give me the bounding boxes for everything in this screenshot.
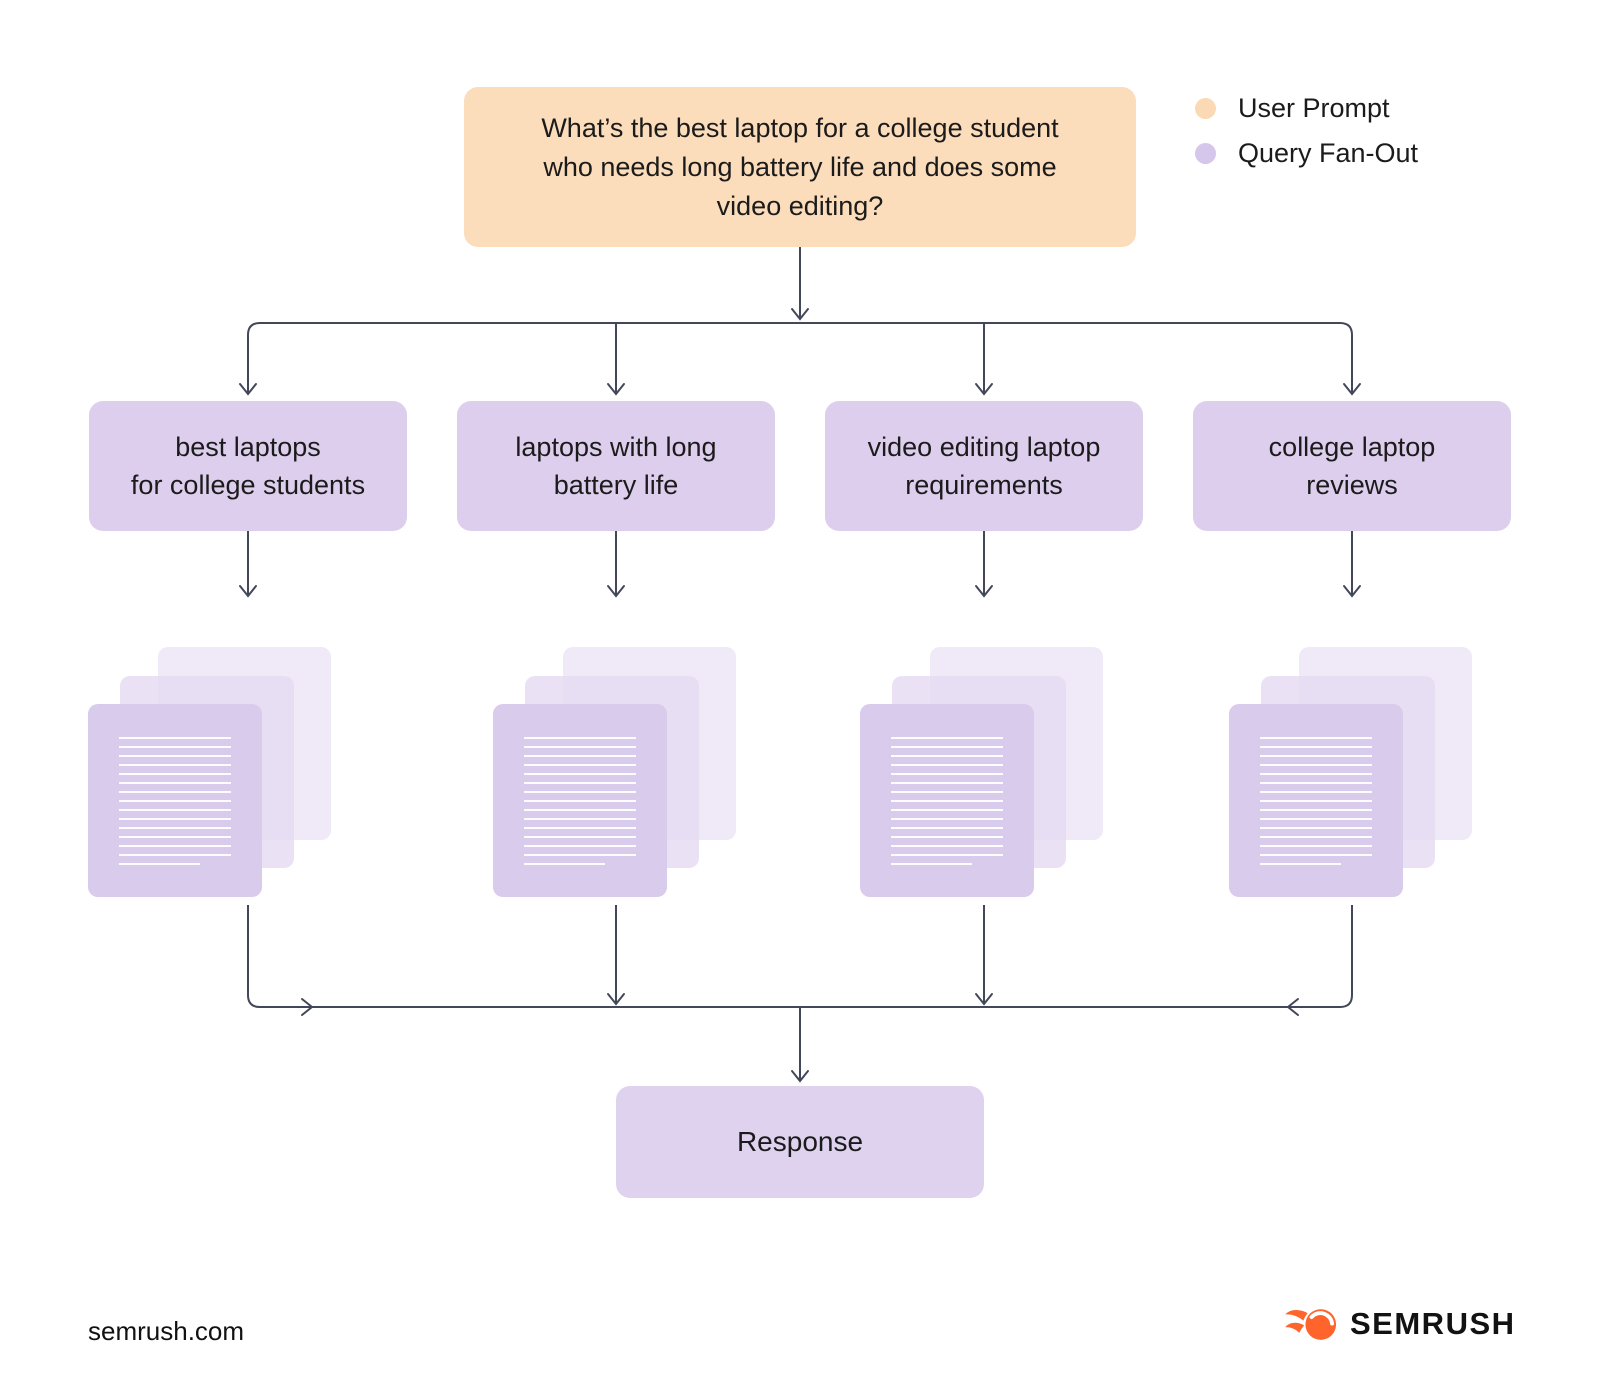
document-page-icon [493, 704, 667, 897]
merge-rail [247, 905, 1353, 1008]
query-box-best-laptops: best laptops for college students [89, 401, 407, 531]
legend-label: User Prompt [1238, 92, 1390, 123]
query-label-line: battery life [553, 470, 679, 500]
semrush-wordmark: SEMRUSH [1350, 1306, 1516, 1341]
document-text-lines [1260, 737, 1372, 865]
query-label-line: reviews [1306, 470, 1398, 500]
legend-label: Query Fan-Out [1238, 137, 1419, 168]
legend: User Prompt Query Fan-Out [1195, 92, 1418, 169]
document-stack [1229, 647, 1474, 897]
document-page-icon [1229, 704, 1403, 897]
document-stack [88, 647, 333, 897]
query-label-line: best laptops [175, 432, 321, 462]
legend-item-user-prompt: User Prompt [1195, 92, 1418, 124]
semrush-logo: SEMRUSH [1284, 1306, 1516, 1342]
document-stack [493, 647, 738, 897]
response-label: Response [736, 1126, 864, 1157]
user-prompt-line: who needs long battery life and does som… [543, 151, 1057, 182]
query-box-video-editing: video editing laptop requirements [825, 401, 1143, 531]
legend-item-query-fan-out: Query Fan-Out [1195, 137, 1418, 169]
query-label-line: for college students [130, 470, 366, 500]
response-box: Response [616, 1086, 984, 1198]
document-text-lines [524, 737, 636, 865]
query-label-line: laptops with long [515, 432, 717, 462]
document-page-icon [88, 704, 262, 897]
query-fan-out-dot-icon [1195, 142, 1216, 164]
query-box-battery-life: laptops with long battery life [457, 401, 775, 531]
document-stack [860, 647, 1105, 897]
document-text-lines [891, 737, 1003, 865]
user-prompt-line: video editing? [716, 190, 884, 221]
query-box-college-reviews: college laptop reviews [1193, 401, 1511, 531]
user-prompt-line: What’s the best laptop for a college stu… [541, 112, 1059, 143]
query-label-line: video editing laptop [867, 432, 1101, 462]
footer-site-text: semrush.com [88, 1316, 245, 1346]
query-label-line: college laptop [1268, 432, 1436, 462]
query-label-line: requirements [905, 470, 1063, 500]
fan-rail [239, 322, 1361, 396]
user-prompt-box: What’s the best laptop for a college stu… [464, 87, 1136, 247]
document-text-lines [119, 737, 231, 865]
user-prompt-dot-icon [1195, 97, 1216, 119]
semrush-fireball-icon [1285, 1308, 1337, 1340]
document-page-icon [860, 704, 1034, 897]
